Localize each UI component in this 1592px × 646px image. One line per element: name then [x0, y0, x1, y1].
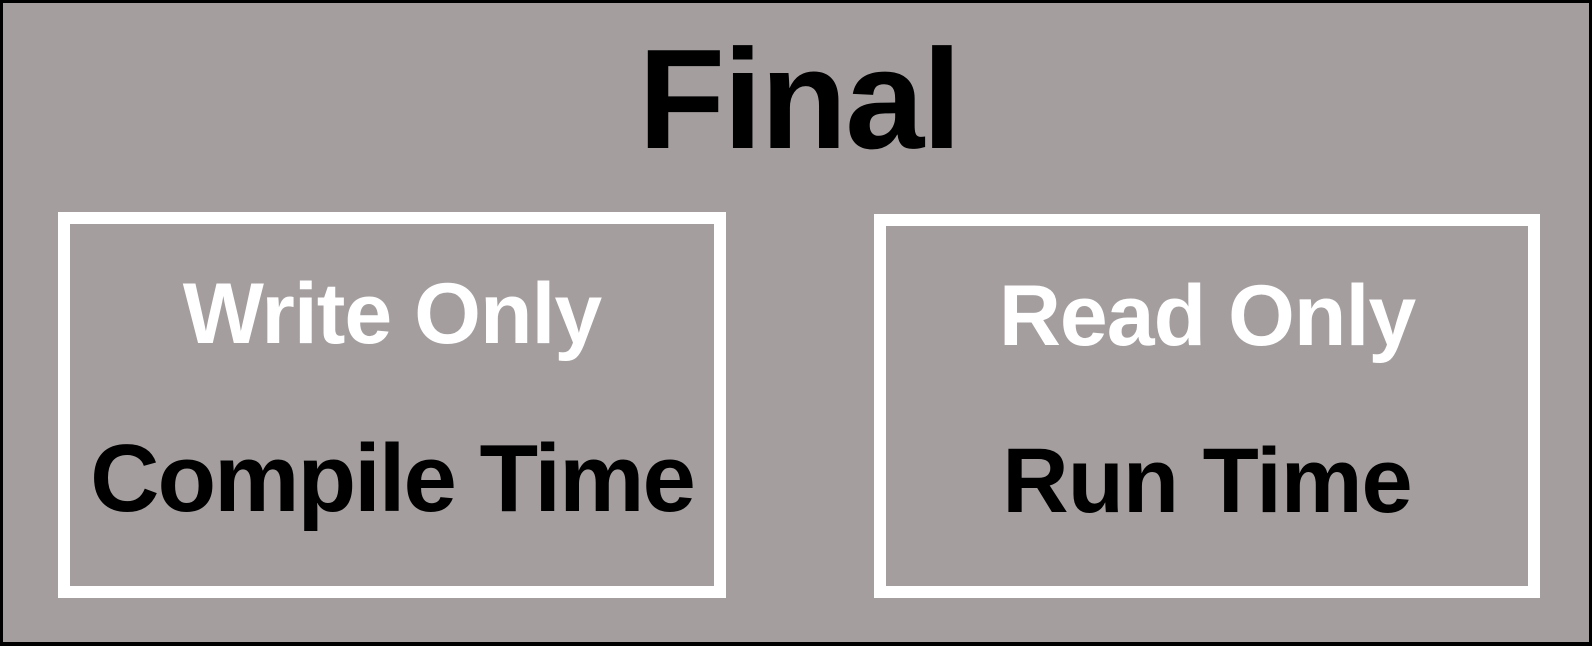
- concept-box-run-time-content: Read Only Run Time: [886, 226, 1528, 586]
- concept-box-compile-time-content: Write Only Compile Time: [70, 224, 714, 586]
- access-label-write-only: Write Only: [182, 266, 603, 362]
- concept-box-run-time: Read Only Run Time: [874, 214, 1540, 598]
- concept-box-row: Write Only Compile Time Read Only Run Ti…: [3, 3, 1589, 642]
- phase-label-run-time: Run Time: [1002, 430, 1412, 532]
- concept-box-compile-time: Write Only Compile Time: [58, 212, 726, 598]
- access-label-read-only: Read Only: [998, 268, 1416, 364]
- page-title: Final: [638, 20, 961, 179]
- phase-label-compile-time: Compile Time: [90, 425, 696, 532]
